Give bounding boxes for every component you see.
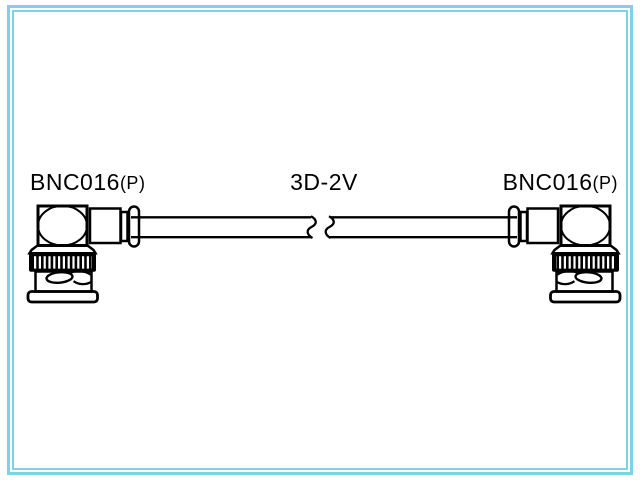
inner-frame-border xyxy=(12,10,628,470)
bayonet-slot-entry-bottom xyxy=(72,280,92,286)
left-connector-label-text: BNC016 xyxy=(30,169,120,195)
left-connector-label: BNC016(P) xyxy=(30,169,145,195)
cable-break-right xyxy=(324,215,335,239)
right-connector-label: BNC016(P) xyxy=(503,169,618,195)
bayonet-slot xyxy=(45,270,74,285)
right-bnc-connector xyxy=(509,206,620,302)
coax-cable xyxy=(131,215,517,239)
strain-collar xyxy=(119,210,129,243)
cable-type-label: 3D-2V xyxy=(290,169,358,195)
connector-rim xyxy=(26,290,99,304)
elbow-barrel-face xyxy=(37,204,88,247)
bayonet-slot-entry-top xyxy=(67,270,92,276)
left-bnc-connector xyxy=(26,204,141,304)
crimp-ferrule xyxy=(127,205,141,248)
right-connector-label-text: BNC016 xyxy=(503,169,593,195)
left-connector-label-suffix: (P) xyxy=(120,173,146,193)
right-connector-label-suffix: (P) xyxy=(593,173,619,193)
coupling-nut xyxy=(88,207,122,245)
drawing-lines xyxy=(26,204,620,304)
cable-break-left xyxy=(306,215,317,239)
